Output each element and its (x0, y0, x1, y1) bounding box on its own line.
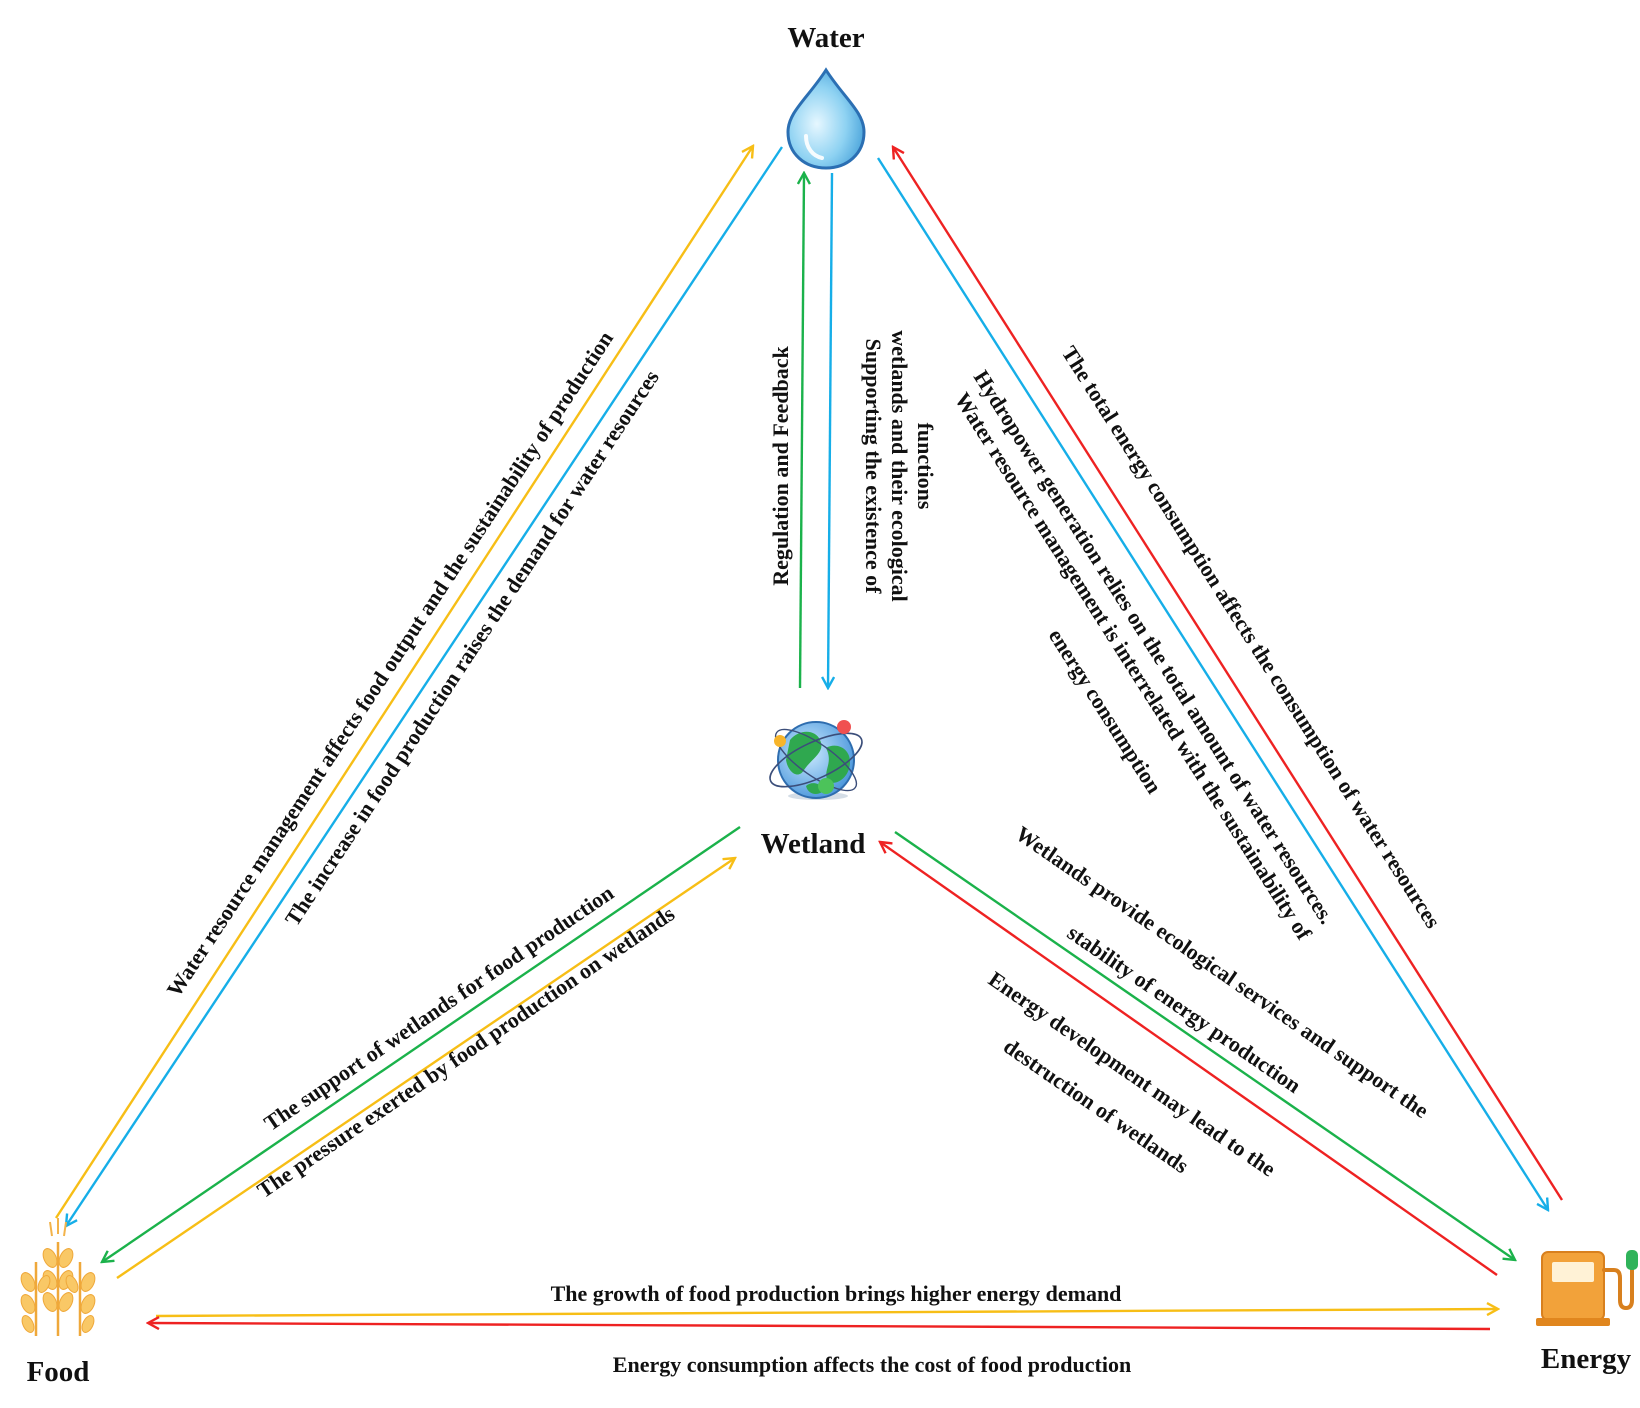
label-wetland-food-green: The support of wetlands for food product… (259, 880, 618, 1136)
arrow-water-to-food-yellow (54, 146, 753, 1219)
fuel-pump-icon (1536, 1250, 1638, 1326)
arrow-wetland-to-food-green (102, 826, 741, 1262)
arrow-food-to-energy-yellow (155, 1309, 1498, 1318)
label-water-wetland-blue-2: wetlands and their ecological (887, 330, 912, 602)
label-water-food-blue: The increase in food production raises t… (280, 365, 664, 930)
arrow-energy-to-food-red (148, 1323, 1491, 1331)
arrows (54, 146, 1564, 1331)
label-food-energy-red: Energy consumption affects the cost of f… (613, 1352, 1131, 1377)
globe-icon (769, 720, 863, 800)
arrow-wetland-to-water-green (800, 173, 804, 689)
arrow-water-to-wetland-blue (828, 172, 832, 688)
arrow-energy-to-wetland-red (880, 842, 1498, 1276)
label-water-wetland-green: Regulation and Feedback (768, 345, 793, 585)
water-drop-icon (786, 67, 866, 170)
label-food-energy-yellow: The growth of food production brings hig… (551, 1281, 1122, 1306)
arrow-food-to-water-blue (66, 146, 783, 1226)
node-label-food: Food (27, 1356, 90, 1388)
label-wetland-food-yellow: The pressure exerted by food production … (252, 901, 679, 1203)
node-label-energy: Energy (1541, 1343, 1632, 1375)
wheat-icon (20, 1218, 96, 1336)
label-water-wetland-blue-1: Supporting the existence of (861, 339, 886, 595)
arrow-wetland-to-energy-green (894, 831, 1515, 1260)
label-water-food-yellow: Water resource management affects food o… (161, 327, 618, 1002)
arrow-energy-to-water-red (893, 147, 1564, 1201)
node-label-water: Water (787, 22, 864, 54)
node-label-wetland: Wetland (761, 828, 866, 860)
arrow-food-to-wetland-yellow (116, 858, 735, 1279)
label-water-wetland-blue-3: functions (913, 423, 938, 510)
arrow-water-to-energy-blue (876, 157, 1548, 1210)
